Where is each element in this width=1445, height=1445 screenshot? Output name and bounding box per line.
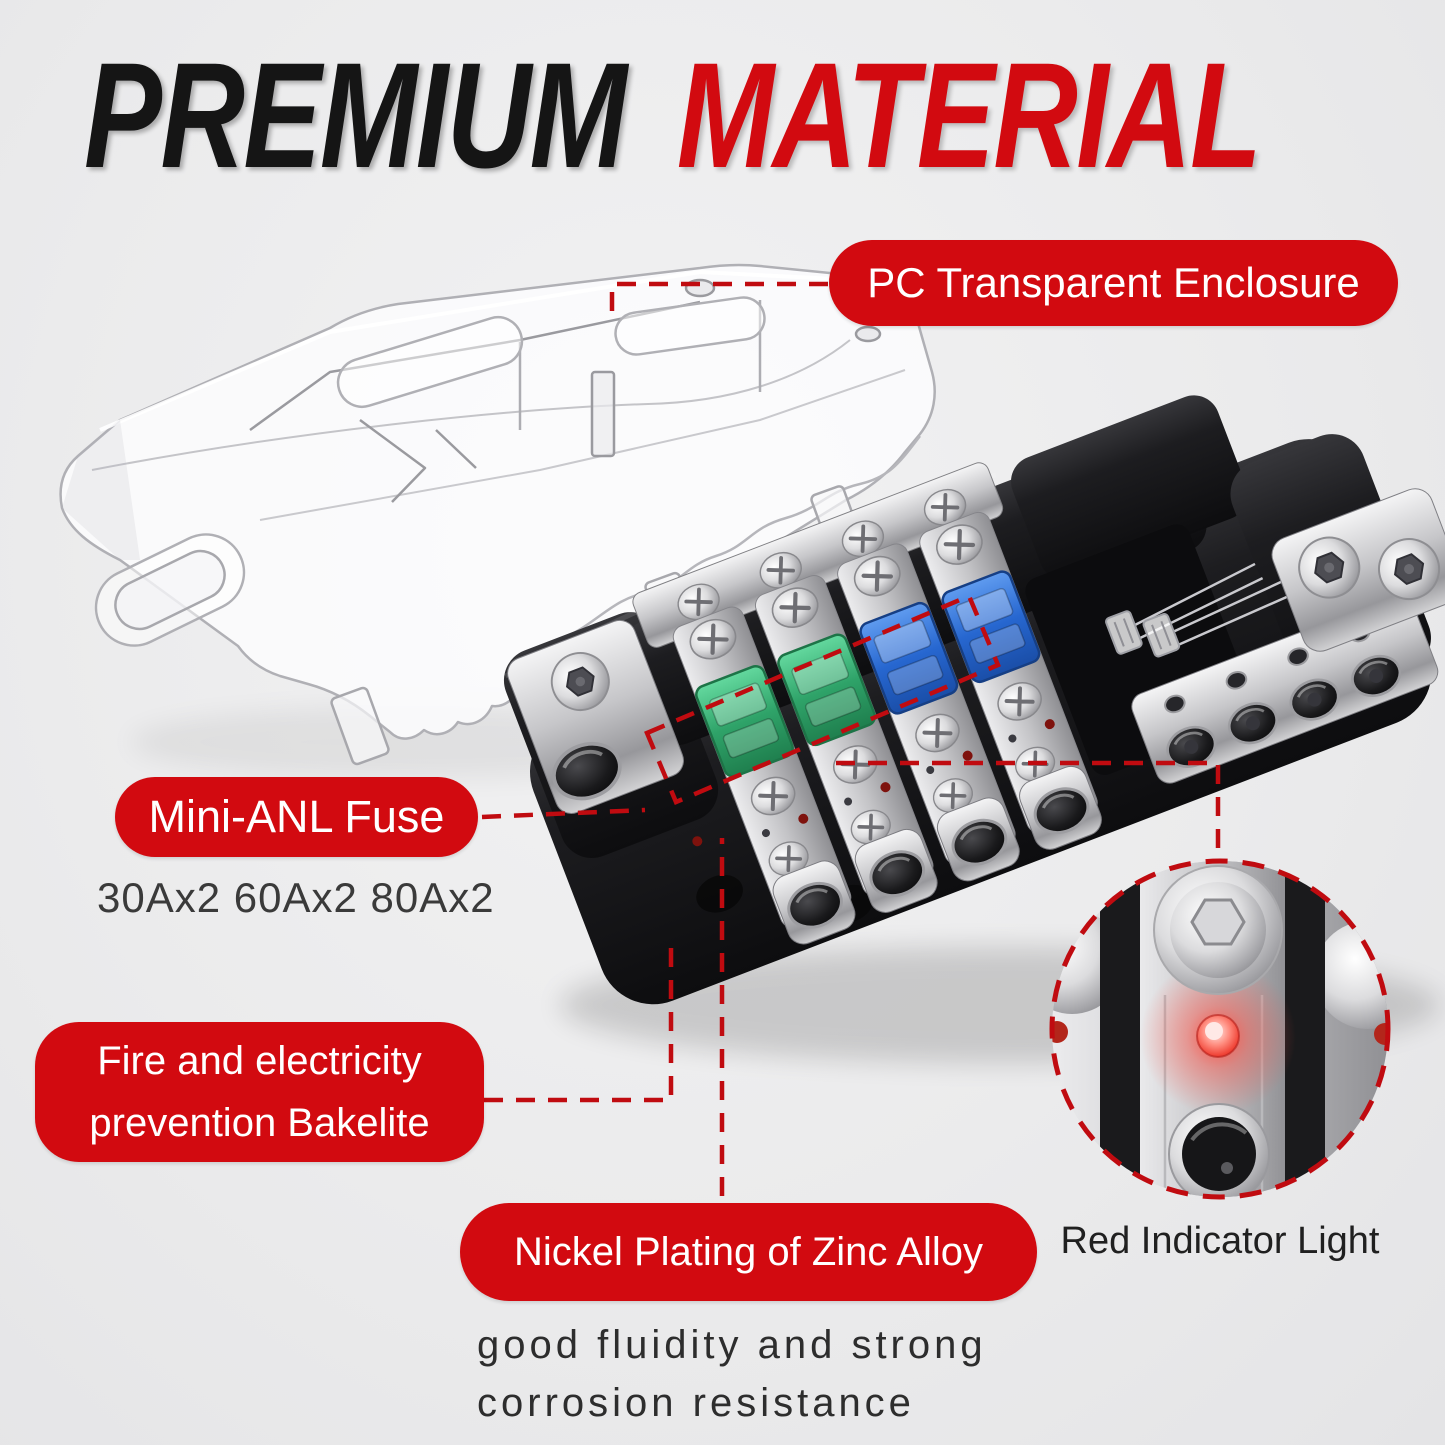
magnifier-circle: [1049, 858, 1391, 1200]
fuse-ratings-text: 30Ax2 60Ax2 80Ax2: [97, 874, 495, 921]
fuse-block-illustration: [503, 395, 1445, 1005]
callout-label-fuse: Mini-ANL Fuse: [148, 791, 445, 842]
callout-line-fuse: [481, 807, 646, 820]
callout-pill-fuse: Mini-ANL Fuse: [115, 777, 478, 857]
title-material: MATERIAL: [676, 31, 1262, 199]
callout-pill-plating: Nickel Plating of Zinc Alloy: [460, 1203, 1037, 1301]
callout-pill-enclosure: PC Transparent Enclosure: [829, 240, 1398, 326]
callout-line-enclosure: [609, 281, 828, 323]
page-title: PREMIUM MATERIAL: [84, 40, 1262, 190]
distribution-bar: [1131, 594, 1439, 784]
plating-note-line2: corrosion resistance: [477, 1381, 915, 1425]
plating-note-line1: good fluidity and strong: [477, 1323, 987, 1367]
red-led-dots: [798, 719, 1055, 824]
indicator-caption: Red Indicator Light: [1060, 1220, 1380, 1262]
callout-pill-bakelite: Fire and electricity prevention Bakelite: [35, 1022, 484, 1162]
main-input-block: [1271, 488, 1445, 652]
left-terminal-block: [507, 619, 703, 847]
fuse-area-outline: [644, 593, 1001, 805]
callout-label-bakelite: Fire and electricity prevention Bakelite: [89, 1039, 430, 1145]
callout-line-bakelite: [484, 943, 674, 1103]
plating-note-text: good fluidity and strong corrosion resis…: [477, 1316, 987, 1432]
callout-label-enclosure: PC Transparent Enclosure: [867, 259, 1360, 306]
callout-label-plating: Nickel Plating of Zinc Alloy: [513, 1229, 984, 1274]
title-premium: PREMIUM: [84, 31, 627, 199]
clear-led-bulbs: [1105, 562, 1292, 658]
magnifier-dashed-border: [1049, 858, 1391, 1200]
